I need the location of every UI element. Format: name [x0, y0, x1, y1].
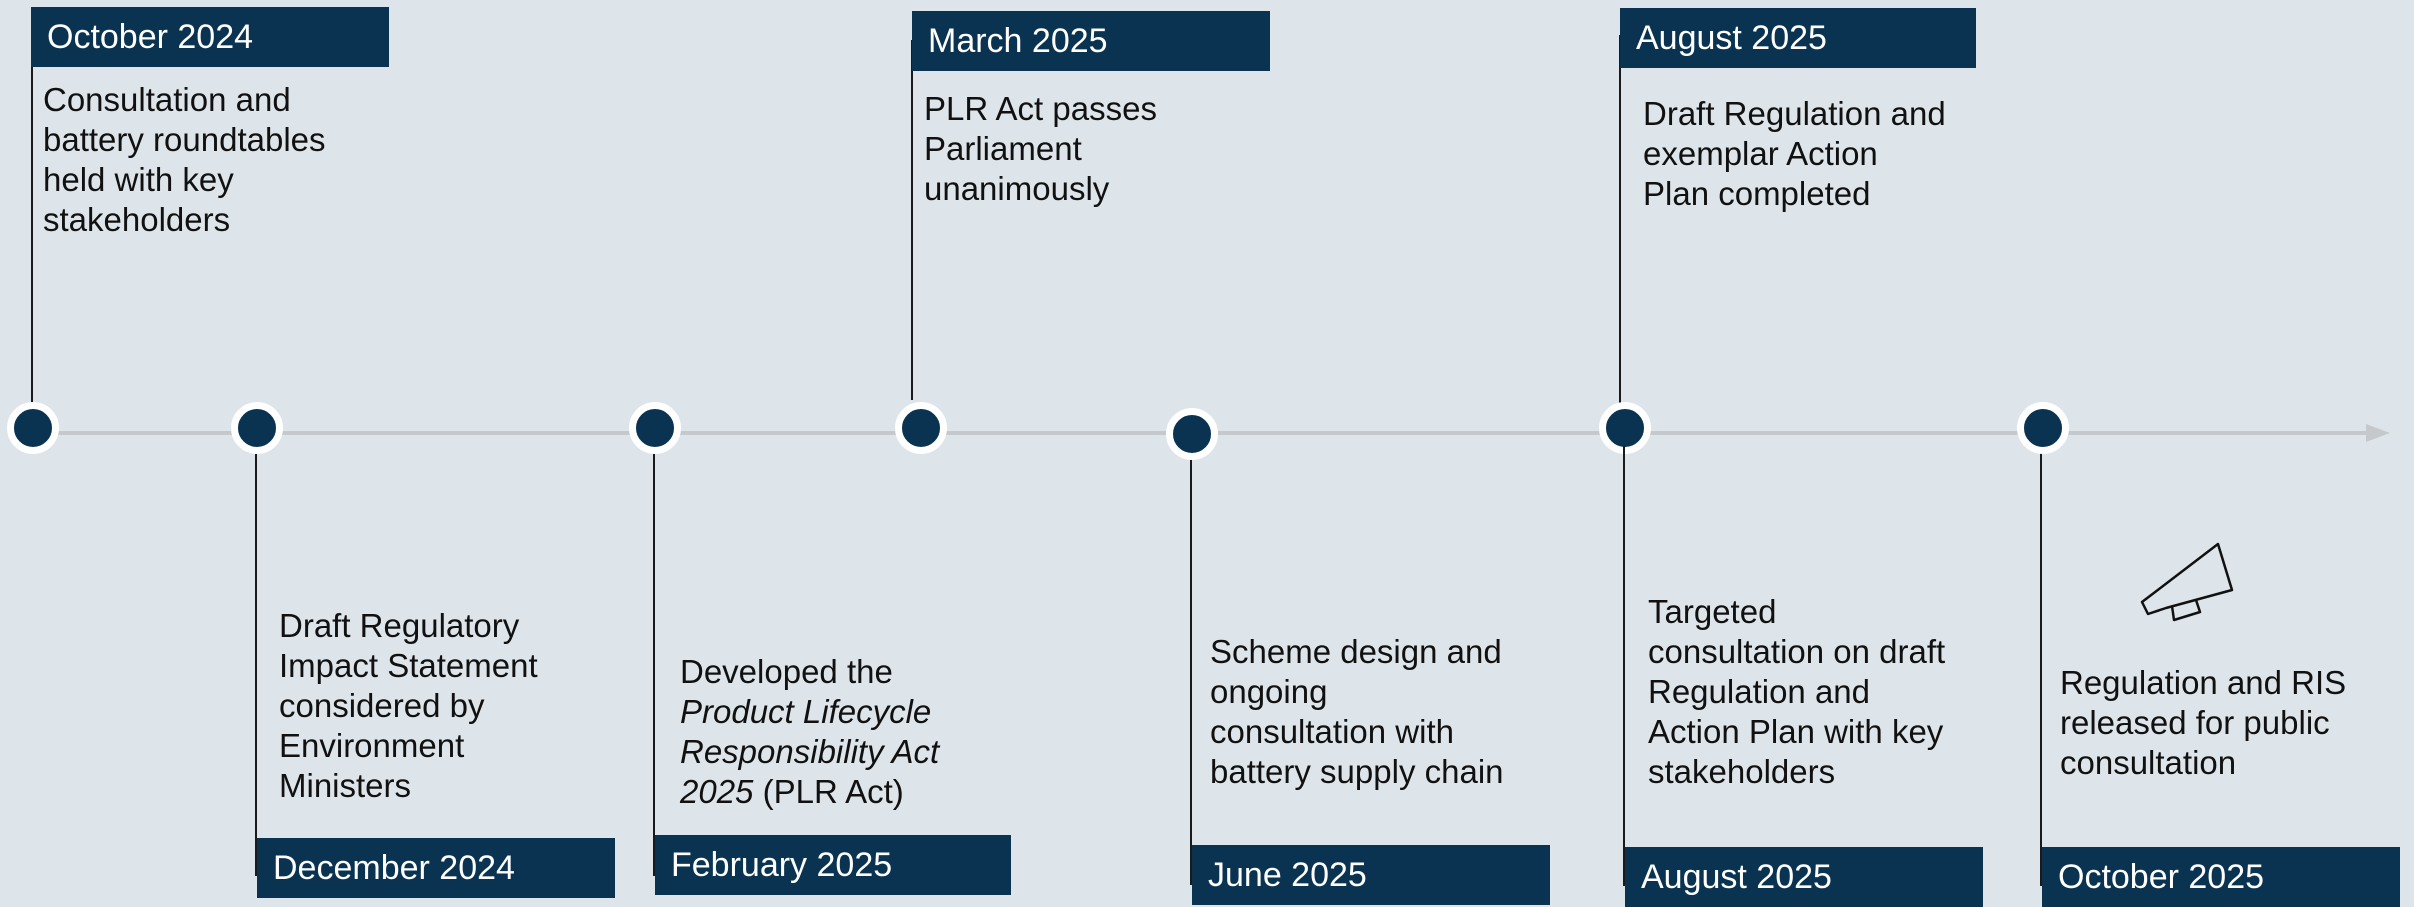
connector-line — [1619, 35, 1621, 405]
milestone-dot — [629, 402, 681, 454]
milestone-date-label: August 2025 — [1620, 8, 1976, 68]
milestone-date-label: December 2024 — [257, 838, 615, 898]
milestone-dot — [231, 402, 283, 454]
connector-line — [1623, 446, 1625, 886]
milestone-date-label: June 2025 — [1192, 845, 1550, 905]
milestone-description: Draft Regulatory Impact Statement consid… — [279, 607, 538, 804]
milestone-dot — [1166, 408, 1218, 460]
milestone-date-label: October 2025 — [2042, 847, 2400, 907]
connector-line — [911, 40, 913, 400]
milestone-date-label: August 2025 — [1625, 847, 1983, 907]
milestone-date-label: October 2024 — [31, 7, 389, 67]
megaphone-icon — [2140, 542, 2234, 622]
milestone-description: PLR Act passes Parliament unanimously — [924, 90, 1157, 207]
milestone-date-label: February 2025 — [655, 835, 1011, 895]
milestone-dot — [7, 402, 59, 454]
milestone-dot — [1599, 402, 1651, 454]
milestone-description: Draft Regulation and exemplar Action Pla… — [1643, 95, 1946, 212]
milestone-description: Consultation and battery roundtables hel… — [43, 81, 326, 238]
milestone-dot — [2017, 402, 2069, 454]
timeline-arrow-icon — [2366, 424, 2390, 442]
milestone-date-label: March 2025 — [912, 11, 1270, 71]
milestone-dot — [895, 402, 947, 454]
milestone-description: Regulation and RIS released for public c… — [2060, 664, 2347, 781]
connector-line — [653, 446, 655, 876]
connector-line — [1190, 455, 1192, 885]
milestone-description: Scheme design and ongoing consultation w… — [1210, 633, 1504, 790]
milestone-description: Developed the Product Lifecycle Responsi… — [680, 653, 940, 810]
milestone-description: Targeted consultation on draft Regulatio… — [1648, 593, 1946, 790]
connector-line — [255, 446, 257, 876]
connector-line — [31, 30, 33, 430]
connector-line — [2040, 446, 2042, 886]
